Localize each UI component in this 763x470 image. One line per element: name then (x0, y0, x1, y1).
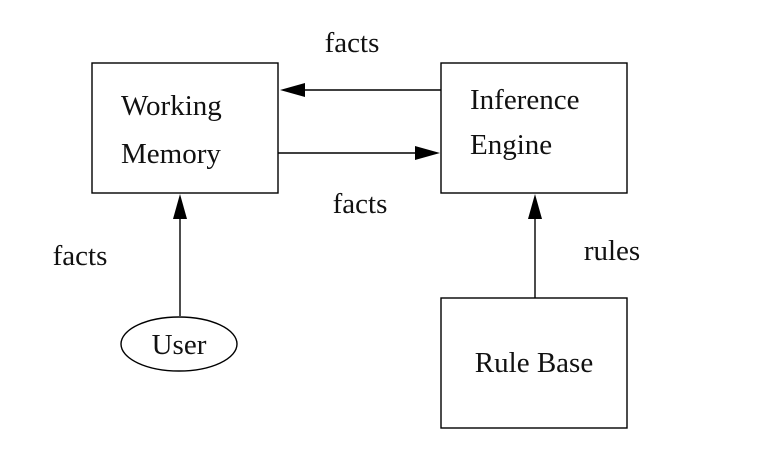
arrowhead-left-icon (280, 83, 305, 97)
user-label: User (152, 329, 207, 361)
rule-base-box (440, 297, 628, 429)
edge-rulebase-to-engine: rules (528, 194, 640, 298)
working-memory-label-line2: Memory (121, 138, 221, 170)
user-node: User (120, 316, 238, 372)
rule-base-node: Rule Base (440, 297, 628, 429)
arrowhead-up-icon (173, 194, 187, 219)
inference-engine-label-line2: Engine (470, 129, 552, 161)
edge-user-to-memory-label: facts (53, 240, 108, 272)
edge-engine-to-memory-label: facts (325, 27, 380, 59)
working-memory-box (91, 62, 279, 194)
edge-rulebase-to-engine-label: rules (584, 235, 640, 267)
arrowhead-up-icon (528, 194, 542, 219)
edge-engine-to-memory: facts (280, 27, 441, 97)
rule-base-label: Rule Base (475, 347, 593, 379)
working-memory-label-line1: Working (121, 90, 222, 122)
inference-engine-label-line1: Inference (470, 84, 579, 116)
inference-engine-node: Inference Engine (440, 62, 628, 194)
working-memory-node: Working Memory (91, 62, 279, 194)
edge-memory-to-engine-label: facts (333, 188, 388, 220)
edge-memory-to-engine: facts (278, 146, 440, 220)
edge-user-to-memory: facts (53, 194, 187, 316)
inference-engine-box (440, 62, 628, 194)
user-ellipse (120, 316, 238, 372)
arrowhead-right-icon (415, 146, 440, 160)
